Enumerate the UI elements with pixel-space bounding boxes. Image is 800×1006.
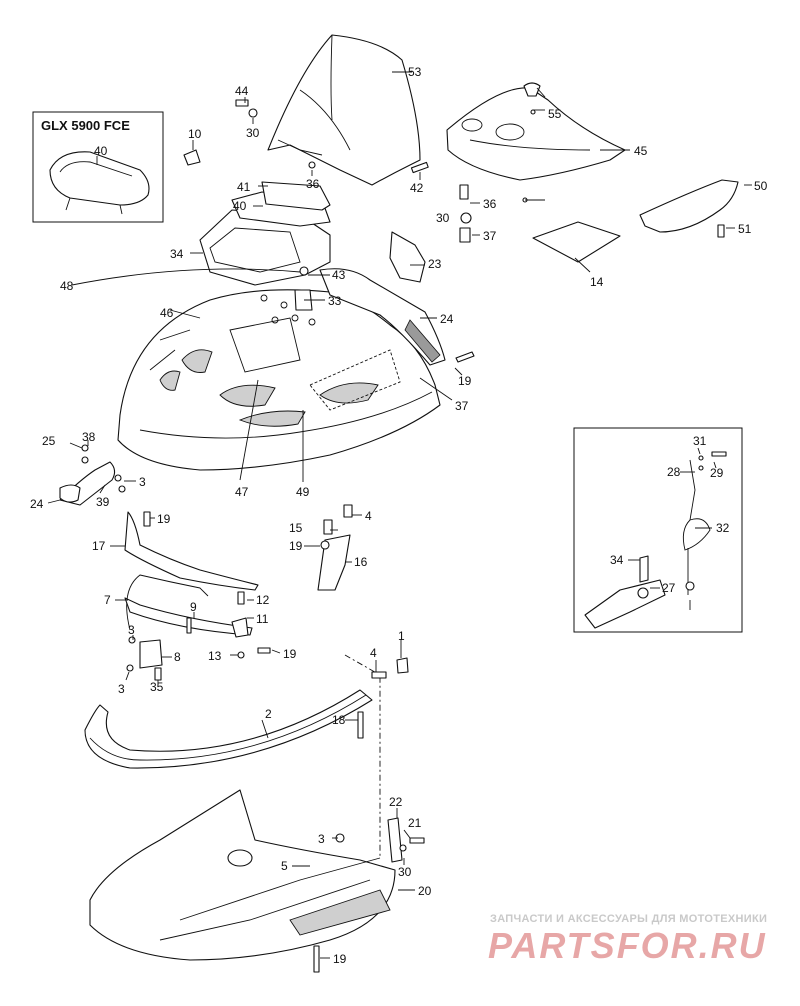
callout-53: 55 bbox=[548, 107, 562, 121]
belly-pan bbox=[446, 87, 626, 181]
callout-37-a: 36 bbox=[306, 177, 320, 191]
callout-51: 51 bbox=[738, 222, 752, 236]
bracket-7 bbox=[139, 639, 163, 669]
callout-31: 32 bbox=[716, 521, 730, 535]
callout-8: 9 bbox=[190, 600, 197, 614]
callout-19-d: 19 bbox=[333, 952, 347, 966]
hood bbox=[117, 289, 441, 471]
callout-3-b: 3 bbox=[128, 623, 135, 637]
inset-glx-5900-fce: GLX 5900 FCE bbox=[32, 111, 164, 223]
callout-10: 11 bbox=[256, 612, 269, 626]
callout-36-a: 38 bbox=[82, 430, 96, 444]
callout-52: 53 bbox=[408, 65, 422, 79]
callout-3-a: 3 bbox=[139, 475, 146, 489]
callout-11: 12 bbox=[256, 593, 270, 607]
callout-40-inset: 40 bbox=[94, 144, 108, 158]
console bbox=[199, 181, 331, 286]
callout-3-c: 3 bbox=[118, 682, 125, 696]
callout-19-b: 19 bbox=[157, 512, 171, 526]
callout-19-c: 19 bbox=[283, 647, 297, 661]
front-bumper bbox=[84, 689, 373, 769]
callout-4-b: 4 bbox=[370, 646, 377, 660]
callout-24: 24 bbox=[440, 312, 454, 326]
inset-title: GLX 5900 FCE bbox=[41, 118, 130, 133]
callout-32: 34 bbox=[610, 553, 624, 567]
callout-1: 1 bbox=[398, 629, 405, 643]
callout-46: 46 bbox=[160, 306, 174, 320]
callout-25: 24 bbox=[30, 497, 44, 511]
callout-22: 22 bbox=[389, 795, 403, 809]
callout-27: 27 bbox=[662, 581, 676, 595]
callout-48: 48 bbox=[60, 279, 74, 293]
callout-30-d: 31 bbox=[693, 434, 707, 448]
callout-5: 5 bbox=[281, 859, 288, 873]
callout-42: 42 bbox=[410, 181, 424, 195]
callout-20: 20 bbox=[418, 884, 432, 898]
fasteners bbox=[81, 82, 727, 973]
callout-18: 19 bbox=[289, 539, 303, 553]
bottom-pan bbox=[89, 789, 396, 961]
handle-50 bbox=[639, 179, 739, 233]
part-22 bbox=[387, 817, 403, 863]
callout-41: 41 bbox=[237, 180, 251, 194]
callout-30-b: 30 bbox=[436, 211, 450, 225]
callout-26: 25 bbox=[42, 434, 56, 448]
callout-37-b: 36 bbox=[483, 197, 497, 211]
callout-23: 23 bbox=[428, 257, 442, 271]
callout-14: 15 bbox=[289, 521, 303, 535]
callout-40: 40 bbox=[233, 199, 247, 213]
windshield bbox=[267, 34, 421, 186]
front-frame bbox=[124, 511, 259, 636]
callout-30-a: 30 bbox=[246, 126, 260, 140]
callout-2: 2 bbox=[265, 707, 272, 721]
callout-30-c: 30 bbox=[398, 865, 412, 879]
callout-28: 28 bbox=[667, 465, 681, 479]
bracket-23 bbox=[389, 231, 426, 283]
callout-19-a: 19 bbox=[458, 374, 472, 388]
callout-3-d: 3 bbox=[318, 832, 325, 846]
callout-50: 50 bbox=[754, 179, 768, 193]
callout-9: 10 bbox=[188, 127, 202, 141]
callout-21: 21 bbox=[408, 816, 422, 830]
callout-43: 43 bbox=[332, 268, 346, 282]
callout-29: 29 bbox=[710, 466, 724, 480]
callout-7: 8 bbox=[174, 650, 181, 664]
callout-labels: 40 53 44 30 10 36 42 41 40 34 48 46 43 3… bbox=[30, 65, 768, 966]
callout-44: 44 bbox=[235, 84, 249, 98]
callout-45: 45 bbox=[634, 144, 648, 158]
callout-47: 47 bbox=[235, 485, 249, 499]
callout-34: 34 bbox=[170, 247, 184, 261]
callout-49: 49 bbox=[296, 485, 310, 499]
callout-4-a: 4 bbox=[365, 509, 372, 523]
watermark: ЗАПЧАСТИ И АКСЕССУАРЫ ДЛЯ МОТОТЕХНИКИ PA… bbox=[488, 913, 767, 966]
callout-17: 18 bbox=[332, 713, 346, 727]
mat-13 bbox=[532, 221, 621, 263]
callout-39: 37 bbox=[455, 399, 469, 413]
callout-16: 17 bbox=[92, 539, 106, 553]
callout-15: 16 bbox=[354, 555, 368, 569]
callout-6: 7 bbox=[104, 593, 111, 607]
callout-36-b: 39 bbox=[96, 495, 110, 509]
bumper-bracket-left bbox=[59, 461, 116, 506]
leader-lines bbox=[47, 71, 752, 959]
callout-35: 35 bbox=[150, 680, 164, 694]
side-panel bbox=[319, 268, 446, 366]
callout-13: 14 bbox=[590, 275, 604, 289]
assembly-line bbox=[344, 654, 381, 858]
watermark-tagline: ЗАПЧАСТИ И АКСЕССУАРЫ ДЛЯ МОТОТЕХНИКИ bbox=[490, 913, 767, 925]
callout-38: 37 bbox=[483, 229, 497, 243]
watermark-logo: PARTSFOR.RU bbox=[488, 925, 767, 966]
callout-33: 33 bbox=[328, 294, 342, 308]
callout-12: 13 bbox=[208, 649, 222, 663]
